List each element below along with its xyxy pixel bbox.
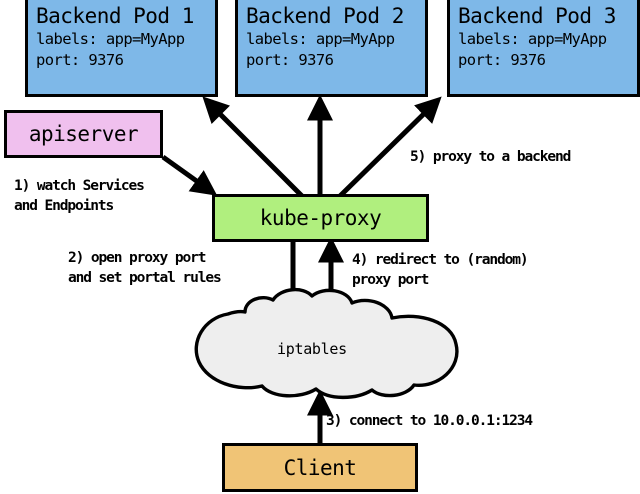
kube-proxy-label: kube-proxy (259, 206, 382, 230)
backend-pod-2-labels: labels: app=MyApp (246, 30, 395, 48)
client-label: Client (283, 455, 357, 480)
step-4-label-line2: proxy port (352, 272, 429, 288)
step-4-label-line1: 4) redirect to (random) (352, 252, 529, 268)
step-5-label: 5) proxy to a backend (410, 149, 571, 165)
step-3-label: 3) connect to 10.0.0.1:1234 (326, 413, 533, 429)
backend-pod-1-labels: labels: app=MyApp (36, 30, 185, 48)
backend-pod-3-box[interactable]: Backend Pod 3 labels: app=MyApp port: 93… (447, 0, 640, 97)
client-box[interactable]: Client (222, 443, 418, 492)
arrow-kubeproxy-to-pod3 (338, 96, 442, 198)
arrow-kubeproxy-to-pod1 (202, 96, 304, 198)
backend-pod-1-box[interactable]: Backend Pod 1 labels: app=MyApp port: 93… (25, 0, 218, 97)
backend-pod-1-port: port: 9376 (36, 51, 124, 69)
kube-proxy-box[interactable]: kube-proxy (212, 194, 429, 242)
iptables-label: iptables (277, 340, 347, 358)
step-2-label-line1: 2) open proxy port (68, 250, 206, 266)
backend-pod-3-title: Backend Pod 3 (458, 4, 616, 28)
step-1-label-line1: 1) watch Services (14, 178, 145, 194)
backend-pod-1-title: Backend Pod 1 (36, 4, 194, 28)
apiserver-label: apiserver (28, 122, 139, 146)
backend-pod-2-port: port: 9376 (246, 51, 334, 69)
step-1-label-line2: and Endpoints (14, 198, 114, 214)
backend-pod-2-title: Backend Pod 2 (246, 4, 404, 28)
backend-pod-3-port: port: 9376 (458, 51, 546, 69)
arrow-apiserver-to-kubeproxy (161, 154, 218, 196)
step-2-label-line2: and set portal rules (68, 270, 222, 286)
backend-pod-3-labels: labels: app=MyApp (458, 30, 607, 48)
backend-pod-2-box[interactable]: Backend Pod 2 labels: app=MyApp port: 93… (235, 0, 428, 97)
apiserver-box[interactable]: apiserver (4, 110, 163, 158)
iptables-cloud (194, 288, 459, 400)
